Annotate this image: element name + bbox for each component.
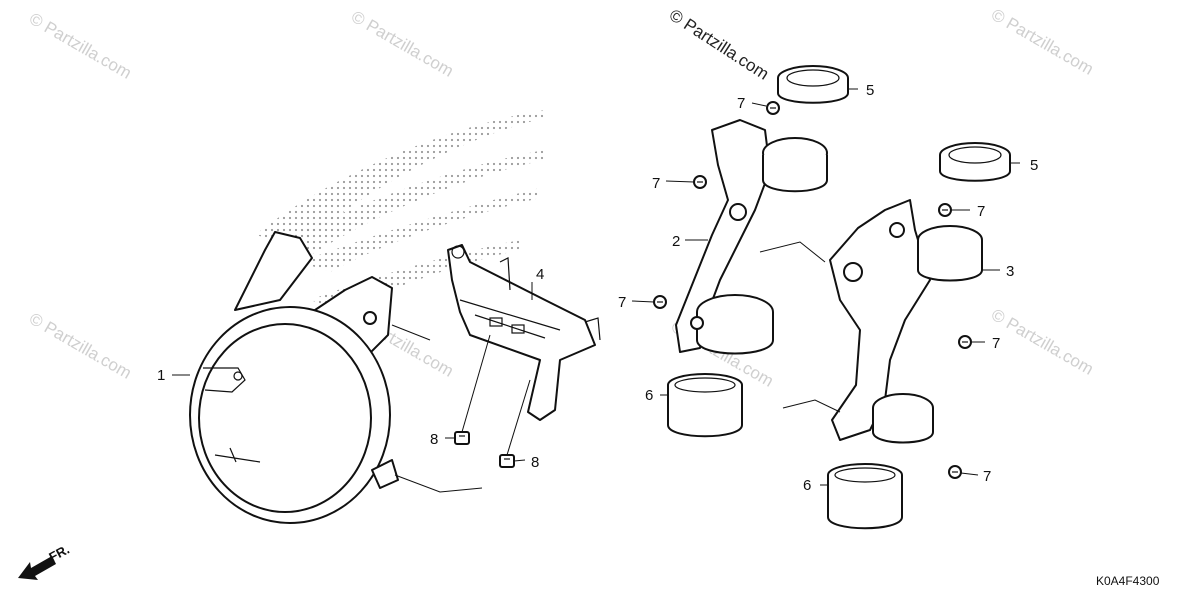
watermark: © Partzilla.com — [988, 5, 1097, 79]
meter-bracket-left — [675, 119, 828, 355]
rubber-ring-5 — [939, 142, 1011, 182]
callout-4: 4 — [536, 266, 544, 283]
watermark: © Partzilla.com — [348, 7, 457, 81]
screw-7 — [653, 295, 667, 309]
screw-7 — [693, 175, 707, 189]
bolt-8 — [454, 431, 470, 445]
screw-7 — [948, 465, 962, 479]
copyright-stamp: © Partzilla.com — [666, 5, 772, 83]
callout-7: 7 — [983, 468, 991, 485]
callout-8: 8 — [430, 431, 438, 448]
headlight-case — [189, 231, 399, 524]
callout-5: 5 — [866, 82, 874, 99]
callout-3: 3 — [1006, 263, 1014, 280]
watermark: © Partzilla.com — [26, 9, 135, 83]
meter-bracket-right — [829, 199, 983, 444]
callout-7: 7 — [737, 95, 745, 112]
callout-7: 7 — [618, 294, 626, 311]
headlight-stay — [447, 244, 601, 421]
watermark: © Partzilla.com — [26, 309, 135, 383]
callout-7: 7 — [977, 203, 985, 220]
callout-labels: 1 4 2 3 5 5 6 6 7 7 7 7 7 7 8 8 — [157, 82, 1038, 494]
callout-1: 1 — [157, 367, 165, 384]
screw-7 — [766, 101, 780, 115]
callout-5: 5 — [1030, 157, 1038, 174]
callout-7: 7 — [652, 175, 660, 192]
meter-cup-6 — [827, 463, 903, 530]
screw-7 — [938, 203, 952, 217]
bolt-8 — [499, 454, 515, 468]
callout-6: 6 — [645, 387, 653, 404]
callout-2: 2 — [672, 233, 680, 250]
screw-7 — [958, 335, 972, 349]
rubber-ring-5 — [777, 65, 849, 104]
callout-7: 7 — [992, 335, 1000, 352]
callout-8: 8 — [531, 454, 539, 471]
callout-6: 6 — [803, 477, 811, 494]
leader-lines — [172, 88, 1020, 493]
diagram-code: K0A4F4300 — [1096, 574, 1160, 588]
front-direction-arrow: FR. — [18, 542, 72, 580]
meter-cup-6 — [667, 373, 743, 438]
watermark: © Partzilla.com — [988, 305, 1097, 379]
